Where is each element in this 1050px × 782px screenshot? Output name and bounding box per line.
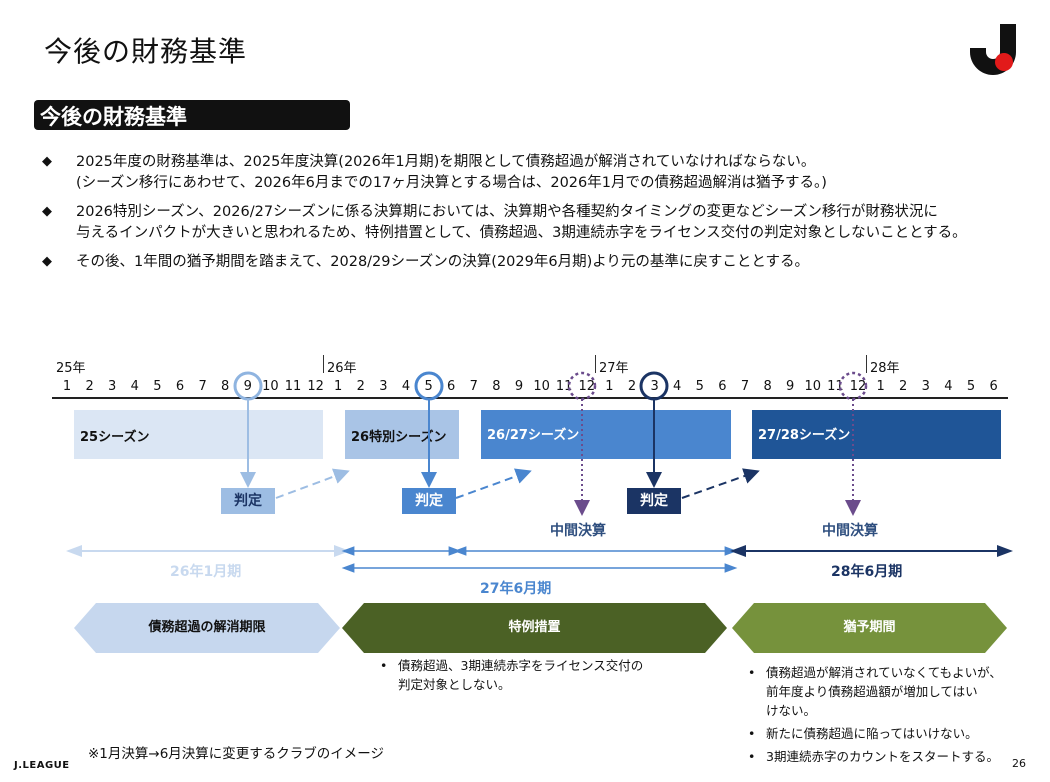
month-tick-label: 2 xyxy=(627,379,637,394)
month-tick-label: 9 xyxy=(514,379,524,394)
season-bar-26-27: 26/27シーズン xyxy=(481,410,731,459)
month-tick-label: 12 xyxy=(849,379,867,394)
bullet-line: (シーズン移行にあわせて、2026年6月までの17ヶ月決算とする場合は、2026… xyxy=(76,175,827,191)
month-tick-label: 4 xyxy=(130,379,139,394)
judge-month-circle xyxy=(639,371,669,401)
year-label: 27年 xyxy=(599,361,629,376)
carryover-arrow xyxy=(455,468,532,499)
timeline-axis xyxy=(52,397,1008,399)
phase-label-grace: 猶予期間 xyxy=(843,620,896,635)
month-tick-label: 1 xyxy=(334,379,343,394)
judge-box: 判定 xyxy=(221,488,275,514)
year-divider xyxy=(866,355,867,373)
note-item: 3期連続赤字のカウントをスタートする。 xyxy=(746,747,1002,766)
month-tick-label: 7 xyxy=(469,379,478,394)
month-tick-label: 12 xyxy=(578,379,596,394)
month-tick-label: 3 xyxy=(921,379,930,394)
bullet-line: 2025年度の財務基準は、2025年度決算(2026年1月期)を期限として債務超… xyxy=(76,154,816,170)
month-tick-label: 3 xyxy=(108,379,117,394)
month-tick-label: 1 xyxy=(605,379,614,394)
judge-box: 判定 xyxy=(402,488,456,514)
fiscal-period-label: 28年6月期 xyxy=(831,564,903,580)
month-tick-label: 8 xyxy=(221,379,230,394)
bullet-line: その後、1年間の猶予期間を踏まえて、2028/29シーズンの決算(2029年6月… xyxy=(76,254,809,270)
bullet-line: 与えるインパクトが大きいと思われるため、特例措置として、債務超過、3期連続赤字を… xyxy=(76,225,967,241)
month-tick-label: 5 xyxy=(695,379,704,394)
page-number: 26 xyxy=(1012,757,1026,770)
year-label: 28年 xyxy=(870,361,900,376)
month-tick-label: 1 xyxy=(62,379,72,394)
month-tick-label: 7 xyxy=(198,379,207,394)
interim-month-circle xyxy=(567,371,597,401)
footer-note: ※1月決算→6月決算に変更するクラブのイメージ xyxy=(88,746,385,762)
season-bar-25: 25シーズン xyxy=(74,410,323,459)
note-item: 債務超過、3期連続赤字をライセンス交付の判定対象としない。 xyxy=(378,656,643,694)
interim-label: 中間決算 xyxy=(550,523,606,539)
month-tick-label: 10 xyxy=(804,379,822,394)
month-tick-label: 8 xyxy=(763,379,772,394)
phase-label-special: 特例措置 xyxy=(508,620,561,635)
year-label: 25年 xyxy=(56,361,86,376)
note-item: 新たに債務超過に陥ってはいけない。 xyxy=(746,724,1002,743)
diamond-bullet-icon: ◆ xyxy=(42,154,52,169)
bullet-line: 2026特別シーズン、2026/27シーズンに係る決算期においては、決算期や各種… xyxy=(76,204,938,220)
month-tick-label: 4 xyxy=(944,379,953,394)
month-tick-label: 6 xyxy=(989,379,998,394)
month-tick-label: 1 xyxy=(876,379,885,394)
month-tick-label: 6 xyxy=(718,379,727,394)
month-tick-label: 4 xyxy=(401,379,411,394)
carryover-arrow xyxy=(681,468,760,499)
phase-arrow-grace xyxy=(732,603,1007,653)
special-measure-notes: 債務超過、3期連続赤字をライセンス交付の判定対象としない。 xyxy=(378,656,643,694)
season-bar-27-28: 27/28シーズン xyxy=(752,410,1001,459)
month-tick-label: 4 xyxy=(673,379,682,394)
month-tick-label: 5 xyxy=(153,379,162,394)
judge-month-circle xyxy=(414,371,444,401)
phase-arrow-special xyxy=(342,603,727,653)
month-tick-label: 3 xyxy=(379,379,388,394)
year-divider xyxy=(323,355,324,373)
month-tick-label: 12 xyxy=(307,379,324,394)
carryover-arrow xyxy=(275,468,350,499)
month-tick-label: 9 xyxy=(786,379,795,394)
fiscal-period-label: 27年6月期 xyxy=(480,581,552,597)
month-tick-label: 9 xyxy=(243,379,252,394)
interim-month-circle xyxy=(838,371,868,401)
month-tick-label: 2 xyxy=(85,379,94,394)
month-tick-label: 3 xyxy=(650,379,659,394)
month-tick-label: 7 xyxy=(740,379,750,394)
month-tick-label: 8 xyxy=(492,379,501,394)
phase-label-deadline: 債務超過の解消期限 xyxy=(148,620,266,635)
year-label: 26年 xyxy=(327,361,357,376)
month-tick-label: 10 xyxy=(262,379,279,394)
month-tick-label: 6 xyxy=(447,379,456,394)
month-tick-label: 2 xyxy=(899,379,908,394)
month-tick-label: 11 xyxy=(284,379,302,394)
interim-label: 中間決算 xyxy=(822,523,878,539)
judge-month-circle xyxy=(233,371,263,401)
fiscal-period-label: 26年1月期 xyxy=(170,564,242,580)
diamond-bullet-icon: ◆ xyxy=(42,204,52,219)
season-bar-26-special: 26特別シーズン xyxy=(345,410,459,459)
page-title: 今後の財務基準 xyxy=(44,35,248,68)
section-banner: 今後の財務基準 xyxy=(34,100,350,130)
month-tick-label: 5 xyxy=(424,379,433,394)
month-tick-label: 5 xyxy=(966,379,976,394)
month-tick-label: 10 xyxy=(533,379,550,394)
month-tick-label: 2 xyxy=(356,379,365,394)
jleague-wordmark: J.LEAGUE xyxy=(14,760,70,771)
jleague-logo xyxy=(966,22,1020,76)
judge-box: 判定 xyxy=(627,488,681,514)
phase-arrow-deadline xyxy=(74,603,340,653)
grace-period-notes: 債務超過が解消されていなくてもよいが、前年度より債務超過額が増加してはいけない。… xyxy=(746,663,1002,766)
diamond-bullet-icon: ◆ xyxy=(42,254,52,269)
year-divider xyxy=(595,355,596,373)
month-tick-label: 6 xyxy=(175,379,185,394)
